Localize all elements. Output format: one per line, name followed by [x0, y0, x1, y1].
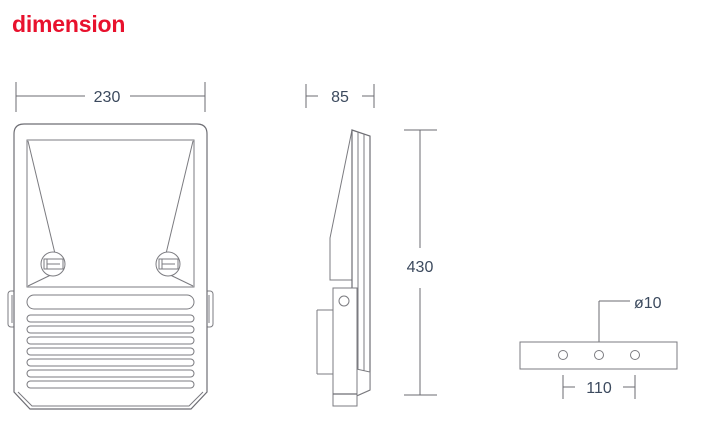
dimension-height-430: 430	[404, 129, 437, 396]
front-led-module-left	[40, 251, 66, 277]
front-fin	[26, 336, 195, 345]
front-view	[7, 123, 214, 410]
dimension-hole-spacing-110: 110	[562, 375, 636, 399]
front-cooling-fins	[26, 294, 195, 389]
front-fin	[26, 347, 195, 356]
front-fin	[26, 325, 195, 334]
mounting-hole-right	[630, 350, 640, 360]
mounting-hole-left	[558, 350, 568, 360]
front-fin	[26, 314, 195, 323]
dimension-width-230: 230	[15, 82, 206, 112]
page-title: dimension	[12, 11, 126, 37]
hole-diameter-leader: ø10	[598, 295, 662, 345]
side-bracket-pivot-hole	[338, 295, 350, 307]
front-housing-bottom-chamfer	[17, 391, 204, 407]
front-led-module-right	[155, 251, 181, 277]
side-view	[316, 129, 371, 407]
front-fin	[26, 358, 195, 367]
front-fin	[26, 369, 195, 378]
front-fin-main	[26, 294, 195, 310]
dim-label-hole-spacing: 110	[586, 380, 612, 397]
mounting-plate-view: ø10 110	[519, 295, 678, 399]
dim-label-width: 230	[94, 89, 121, 106]
side-heatsink-taper	[329, 129, 353, 281]
front-fin	[26, 380, 195, 389]
mounting-hole-center	[594, 350, 604, 360]
dimension-depth-85: 85	[305, 84, 375, 108]
side-bracket-body	[332, 287, 358, 407]
dim-label-depth: 85	[331, 89, 349, 106]
dim-label-height: 430	[407, 259, 434, 276]
dim-label-hole-diameter: ø10	[634, 295, 662, 312]
mounting-plate-outline	[519, 341, 678, 370]
side-mounting-bracket	[316, 287, 358, 407]
